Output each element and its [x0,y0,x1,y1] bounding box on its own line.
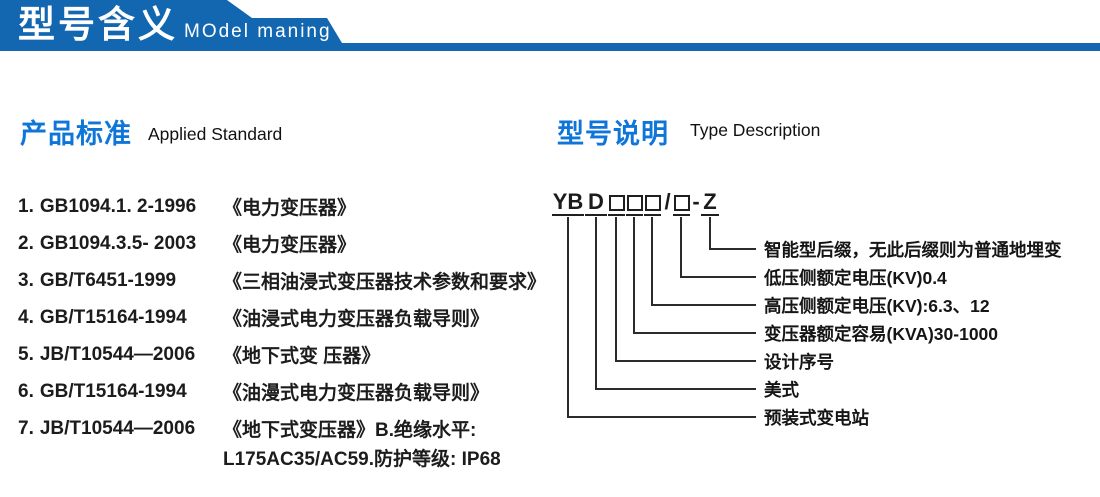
placeholder-box-2 [626,191,643,216]
standards-heading-en: Applied Standard [148,124,283,144]
leader-label-smart-suffix: 智能型后缀，无此后缀则为普通地埋变 [764,240,1062,260]
leader-line-horizontal [651,304,756,306]
standards-heading: 产品标准 [20,119,132,149]
item-number: 2. [18,232,34,254]
standard-code: GB/T15164-1994 [39,306,187,328]
list-item: 5.JB/T10544—2006 《地下式变 压器》 [18,336,548,373]
leader-line-vertical [709,217,711,250]
list-item: 4.GB/T15164-1994 《油浸式电力变压器负载导则》 [18,299,548,336]
standard-code: JB/T10544—2006 [39,343,196,365]
leader-line-horizontal [680,276,756,278]
model-code-suffix: Z [701,191,719,216]
leader-line-vertical [633,217,635,334]
leader-line-horizontal [615,360,756,362]
leader-line-vertical [595,217,597,390]
leader-line-vertical [651,217,653,306]
box-glyph [673,195,690,211]
item-number: 4. [18,306,34,328]
standard-continuation: L175AC35/AC59.防护等级: IP68 [223,449,501,470]
leader-label-rated-capacity: 变压器额定容易(KVA)30-1000 [764,324,999,344]
leader-line-vertical [680,217,682,278]
standard-code: GB/T6451-1999 [39,269,177,291]
list-item: 2.GB1094.3.5- 2003 《电力变压器》 [18,225,548,262]
standards-list: 1.GB1094.1. 2-1996 《电力变压器》 2.GB1094.3.5-… [18,188,548,447]
list-item: 3.GB/T6451-1999 《三相油浸式变压器技术参数和要求》 [18,262,548,299]
box-glyph [626,195,643,211]
leader-label-american-style: 美式 [764,380,799,400]
list-item: 7.JB/T10544—2006 《地下式变压器》B.绝缘水平: [18,410,548,447]
leader-line-horizontal [567,416,756,418]
item-number: 5. [18,343,34,365]
leader-label-lv-voltage: 低压侧额定电压(KV)0.4 [764,268,947,288]
box-glyph [644,195,661,211]
standard-title: 《油漫式电力变压器负载导则》 [223,383,490,404]
item-number: 7. [18,417,34,439]
leader-line-vertical [615,217,617,362]
typedesc-heading: 型号说明 [557,119,669,149]
standard-title: 《地下式变 压器》 [223,346,381,367]
placeholder-box-3 [644,191,661,216]
leader-label-design-serial: 设计序号 [764,352,834,372]
standard-title: 《油浸式电力变压器负载导则》 [223,309,490,330]
leader-line-horizontal [595,388,756,390]
box-glyph [608,195,625,211]
page-subtitle: MOdel maning [184,21,332,42]
leader-label-hv-voltage: 高压侧额定电压(KV):6.3、12 [764,296,990,316]
list-item: 6.GB/T15164-1994 《油漫式电力变压器负载导则》 [18,373,548,410]
placeholder-box-4 [673,191,690,216]
typedesc-heading-en: Type Description [690,120,821,140]
model-code-prefix: YB [552,189,584,216]
standard-title: 《三相油浸式变压器技术参数和要求》 [223,272,547,293]
placeholder-box-1 [608,191,625,216]
standard-title: 《电力变压器》 [223,198,357,219]
model-code-slash: / [664,189,671,214]
page-title: 型号含义 [18,4,178,45]
standard-code: JB/T10544—2006 [39,417,196,439]
standard-title: 《地下式变压器》B.绝缘水平: [223,420,477,441]
item-number: 6. [18,380,34,402]
standard-code: GB1094.3.5- 2003 [39,232,197,254]
standard-title: 《电力变压器》 [223,235,357,256]
model-code-style-letter: D [585,191,607,216]
standard-code: GB/T15164-1994 [39,380,187,402]
model-code-dash: - [692,189,700,214]
leader-line-horizontal [633,332,756,334]
item-number: 3. [18,269,34,291]
leader-label-prefab-substation: 预装式变电站 [764,408,869,428]
item-number: 1. [18,195,34,217]
standard-code: GB1094.1. 2-1996 [39,195,197,217]
leader-line-horizontal [709,248,756,250]
leader-line-vertical [567,217,569,418]
list-item: 1.GB1094.1. 2-1996 《电力变压器》 [18,188,548,225]
